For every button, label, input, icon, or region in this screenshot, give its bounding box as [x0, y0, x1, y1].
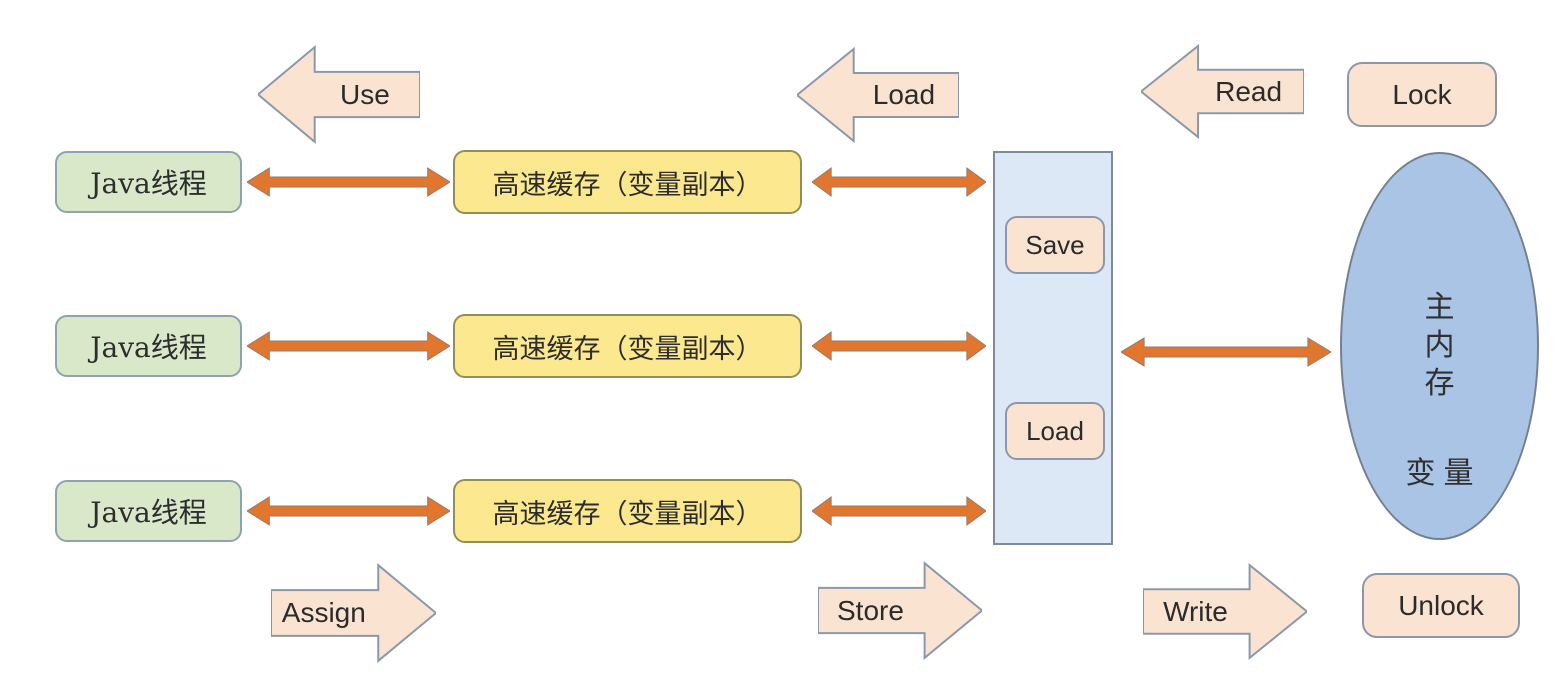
left-block-arrow-icon [258, 43, 420, 146]
double-arrow-icon [1121, 337, 1331, 367]
right-block-arrow-icon [271, 561, 436, 665]
main-memory-label-char: 主 [1424, 290, 1455, 325]
lock-badge-label: Lock [1392, 78, 1452, 110]
right-block-arrow-icon [1143, 561, 1307, 662]
load-arrow-top-label: Load [872, 79, 936, 110]
cache-box-label: 高速缓存（变量副本） [492, 169, 763, 201]
read-arrow: Read [1141, 42, 1304, 141]
cache-box-label: 高速缓存（变量副本） [492, 333, 763, 365]
java-thread-label: Java线程 [90, 331, 207, 364]
left-block-arrow-icon [797, 45, 959, 145]
load-arrow-top: Load [797, 45, 959, 145]
right-block-arrow-icon [818, 559, 982, 662]
java-thread-box-3: Java线程 [55, 480, 242, 542]
cache-box-2: 高速缓存（变量副本） [453, 314, 802, 378]
save-box: Save [1005, 216, 1105, 274]
bidirectional-arrow-thread-cache-2 [247, 331, 450, 361]
use-arrow: Use [258, 43, 420, 146]
write-arrow-label: Write [1163, 595, 1228, 627]
main-memory-label-char: 内 [1424, 328, 1455, 363]
write-arrow: Write [1143, 561, 1307, 662]
lock-badge: Lock [1347, 62, 1497, 127]
bidirectional-arrow-cache-panel-2 [812, 331, 986, 361]
transfer-panel [993, 151, 1113, 545]
save-box-label: Save [1025, 229, 1085, 260]
double-arrow-icon [247, 167, 450, 197]
load-box-label: Load [1026, 415, 1084, 446]
java-thread-box-1: Java线程 [55, 151, 242, 213]
main-memory-variable-label: 变量 [1405, 456, 1482, 491]
read-arrow-label: Read [1215, 75, 1283, 107]
double-arrow-icon [247, 496, 450, 526]
cache-box-1: 高速缓存（变量副本） [453, 150, 802, 214]
cache-box-label: 高速缓存（变量副本） [492, 498, 763, 530]
bidirectional-arrow-thread-cache-1 [247, 167, 450, 197]
use-arrow-label: Use [340, 78, 390, 110]
double-arrow-icon [812, 496, 986, 526]
java-thread-box-2: Java线程 [55, 315, 242, 377]
cache-box-3: 高速缓存（变量副本） [453, 479, 802, 543]
double-arrow-icon [812, 167, 986, 197]
left-block-arrow-icon [1141, 42, 1304, 141]
java-thread-label: Java线程 [90, 496, 207, 529]
bidirectional-arrow-thread-cache-3 [247, 496, 450, 526]
main-memory-ellipse: 主 内 存 变量 [1340, 152, 1539, 540]
main-memory-label-char: 存 [1424, 366, 1455, 401]
store-arrow: Store [818, 559, 982, 662]
java-thread-label: Java线程 [90, 167, 207, 200]
unlock-badge-label: Unlock [1398, 589, 1484, 621]
unlock-badge: Unlock [1362, 573, 1520, 638]
bidirectional-arrow-cache-panel-1 [812, 167, 986, 197]
double-arrow-icon [812, 331, 986, 361]
assign-arrow: Assign [271, 561, 436, 665]
assign-arrow-label: Assign [281, 597, 366, 628]
bidirectional-arrow-cache-panel-3 [812, 496, 986, 526]
store-arrow-label: Store [837, 594, 904, 626]
load-box: Load [1005, 402, 1105, 460]
double-arrow-icon [247, 331, 450, 361]
bidirectional-arrow-panel-memory [1121, 337, 1331, 367]
